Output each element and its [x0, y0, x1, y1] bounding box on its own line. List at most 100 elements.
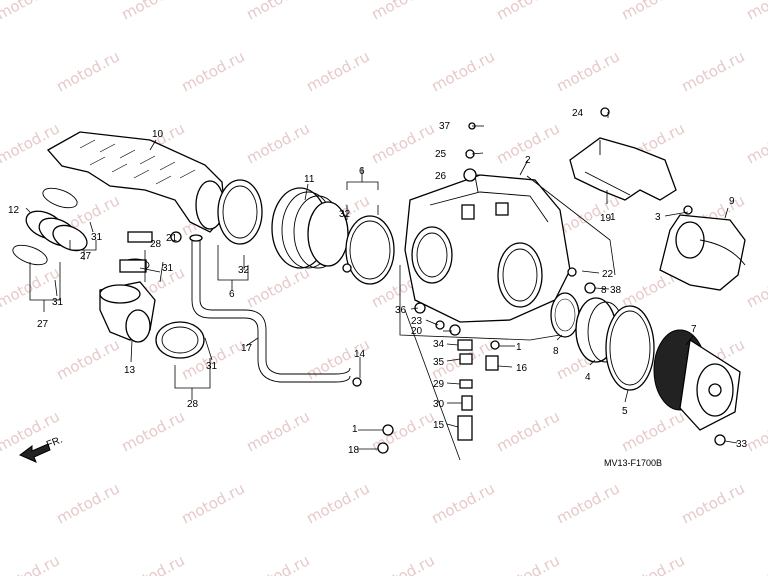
callout-label: 29	[433, 379, 445, 390]
watermark-text: motod.ru	[0, 551, 63, 576]
callout-label: 25	[435, 149, 447, 160]
callout-label: 6	[229, 289, 235, 300]
watermark-text: motod.ru	[53, 47, 122, 95]
watermark-text: motod.ru	[743, 0, 768, 24]
callout-label: 32	[339, 209, 351, 220]
watermark-text: motod.ru	[178, 479, 247, 527]
part-8-seal	[550, 292, 580, 338]
callout-label: 31	[162, 263, 174, 274]
watermark-text: motod.ru	[118, 0, 187, 24]
callout-label: 14	[354, 349, 366, 360]
callout-label: 33	[736, 439, 748, 450]
callout-label: 8	[601, 285, 607, 296]
watermark-text: motod.ru	[243, 0, 312, 24]
part-21-tube	[189, 234, 351, 383]
callout-label: 4	[585, 372, 591, 383]
callout-label: 19	[600, 213, 612, 224]
front-label: FR.	[45, 435, 64, 451]
callout-label: 10	[152, 129, 164, 140]
watermark-text: motod.ru	[118, 551, 187, 576]
watermark-text: motod.ru	[678, 47, 747, 95]
callout-label: 16	[516, 363, 528, 374]
callout-label: 26	[435, 171, 447, 182]
small-parts	[119, 107, 726, 454]
callout-label: 13	[124, 365, 136, 376]
watermark-text: motod.ru	[618, 0, 687, 24]
watermark-text: motod.ru	[743, 263, 768, 311]
callout-label: 20	[411, 326, 423, 337]
callout-label: 5	[622, 406, 628, 417]
callout-label: 15	[433, 420, 445, 431]
callout-label: 28	[150, 239, 162, 250]
watermark-text: motod.ru	[243, 407, 312, 455]
callout-label: 38	[610, 285, 622, 296]
watermark-text: motod.ru	[493, 407, 562, 455]
callout-label: 31	[52, 297, 64, 308]
watermark-text: motod.ru	[118, 407, 187, 455]
watermark-text: motod.ru	[553, 479, 622, 527]
callout-label: 28	[187, 399, 199, 410]
watermark-text: motod.ru	[243, 119, 312, 167]
leader-lines	[25, 112, 738, 461]
part-6-clamp-top	[217, 179, 263, 245]
watermark-text: motod.ru	[178, 47, 247, 95]
watermark-text: motod.ru	[743, 119, 768, 167]
watermark-text: motod.ru	[53, 479, 122, 527]
watermark-text: motod.ru	[368, 119, 437, 167]
watermark-text: motod.ru	[678, 479, 747, 527]
watermark-text: motod.ru	[303, 47, 372, 95]
part-10-cover	[46, 131, 226, 233]
callout-label: 36	[395, 305, 407, 316]
callout-label: 37	[439, 121, 451, 132]
watermark-text: motod.ru	[618, 551, 687, 576]
part-7-filter	[653, 329, 741, 431]
callout-labels: 1 1 1 2 3 4 5 6 6 7 8 8 9 10 11 12 13 14…	[8, 108, 748, 456]
callout-label: 31	[91, 232, 103, 243]
callout-label: 35	[433, 357, 445, 368]
watermark-text: motod.ru	[368, 551, 437, 576]
callout-label: 32	[238, 265, 250, 276]
watermark-text: motod.ru	[618, 407, 687, 455]
watermark-text: motod.ru	[303, 479, 372, 527]
callout-label: 1	[516, 342, 522, 353]
watermark-text: motod.ru	[553, 47, 622, 95]
watermark-text: motod.ru	[428, 479, 497, 527]
watermark-text: motod.ru	[0, 119, 63, 167]
callout-label: 6	[359, 166, 365, 177]
callout-label: 7	[691, 324, 697, 335]
watermark-text: motod.ru	[0, 0, 63, 24]
watermark-text: motod.ru	[428, 47, 497, 95]
callout-label: 21	[166, 233, 178, 244]
watermark-text: motod.ru	[743, 551, 768, 576]
watermark-text: motod.ru	[243, 551, 312, 576]
callout-label: 9	[729, 196, 735, 207]
callout-label: 1	[610, 212, 616, 223]
part-2-airbox	[404, 174, 571, 323]
part-9-duct	[659, 214, 746, 291]
callout-label: 22	[602, 269, 614, 280]
part-19-bracket	[569, 137, 677, 201]
diagram-code: MV13-F1700B	[604, 458, 662, 468]
callout-label: 1	[352, 424, 358, 435]
watermark-text: motod.ru	[493, 551, 562, 576]
callout-label: 11	[304, 174, 315, 185]
callout-label: 31	[206, 361, 218, 372]
callout-label: 17	[241, 343, 253, 354]
callout-label: 34	[433, 339, 445, 350]
callout-label: 3	[655, 212, 661, 223]
watermark-text: motod.ru	[493, 0, 562, 24]
part-12-boot	[12, 187, 88, 266]
part-28-clamp	[155, 321, 205, 359]
callout-label: 30	[433, 399, 445, 410]
callout-label: 27	[37, 319, 49, 330]
part-6-band	[345, 215, 395, 285]
part-5-gasket	[605, 305, 655, 391]
callout-label: 27	[80, 251, 92, 262]
callout-label: 8	[553, 346, 559, 357]
callout-label: 24	[572, 108, 584, 119]
callout-label: 23	[411, 316, 423, 327]
watermark-text: motod.ru	[243, 263, 312, 311]
callout-label: 2	[525, 155, 531, 166]
